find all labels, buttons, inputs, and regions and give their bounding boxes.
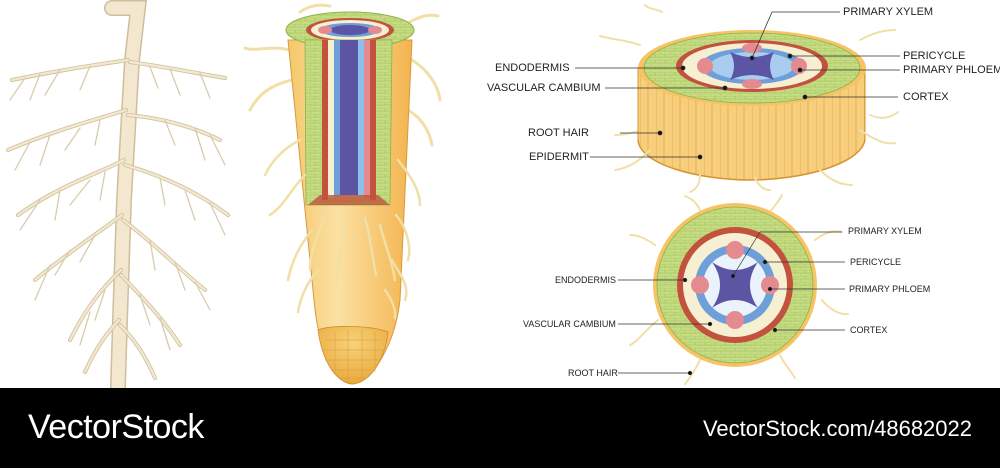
label-2d-pericycle: PERICYCLE	[850, 257, 902, 267]
root-2d-cross-section	[618, 194, 849, 385]
label-3d-primary-xylem: PRIMARY XYLEM	[843, 6, 934, 18]
brand-logo-text: VectorStock	[28, 408, 204, 446]
label-2d-root-hair: ROOT HAIR	[568, 368, 618, 378]
label-2d-primary-xylem: PRIMARY XYLEM	[848, 226, 922, 236]
label-3d-primary-phloem: PRIMARY PHLOEM	[903, 64, 1000, 76]
taproot-system	[6, 0, 230, 394]
label-2d-endodermis: ENDODERMIS	[555, 275, 617, 285]
watermark-footer: VectorStock VectorStock.com/48682022	[0, 388, 1000, 468]
label-3d-root-hair: ROOT HAIR	[528, 127, 589, 139]
label-3d-epidermit: EPIDERMIT	[529, 151, 589, 163]
label-2d-vascular-cambium: VASCULAR CAMBIUM	[523, 319, 616, 329]
label-2d-cortex: CORTEX	[850, 325, 888, 335]
root-anatomy-illustration	[6, 0, 900, 394]
illustration-stage: PRIMARY XYLEM PERICYCLE PRIMARY PHLOEM C…	[6, 0, 1000, 394]
stock-id-text: VectorStock.com/48682022	[702, 416, 972, 441]
label-2d-primary-phloem: PRIMARY PHLOEM	[849, 284, 931, 294]
root-longitudinal-section	[243, 3, 442, 385]
label-3d-pericycle: PERICYCLE	[903, 50, 966, 62]
label-3d-cortex: CORTEX	[903, 91, 949, 103]
label-3d-vascular-cambium: VASCULAR CAMBIUM	[487, 82, 601, 94]
root-3d-cross-section	[575, 4, 900, 193]
label-3d-endodermis: ENDODERMIS	[495, 62, 570, 74]
